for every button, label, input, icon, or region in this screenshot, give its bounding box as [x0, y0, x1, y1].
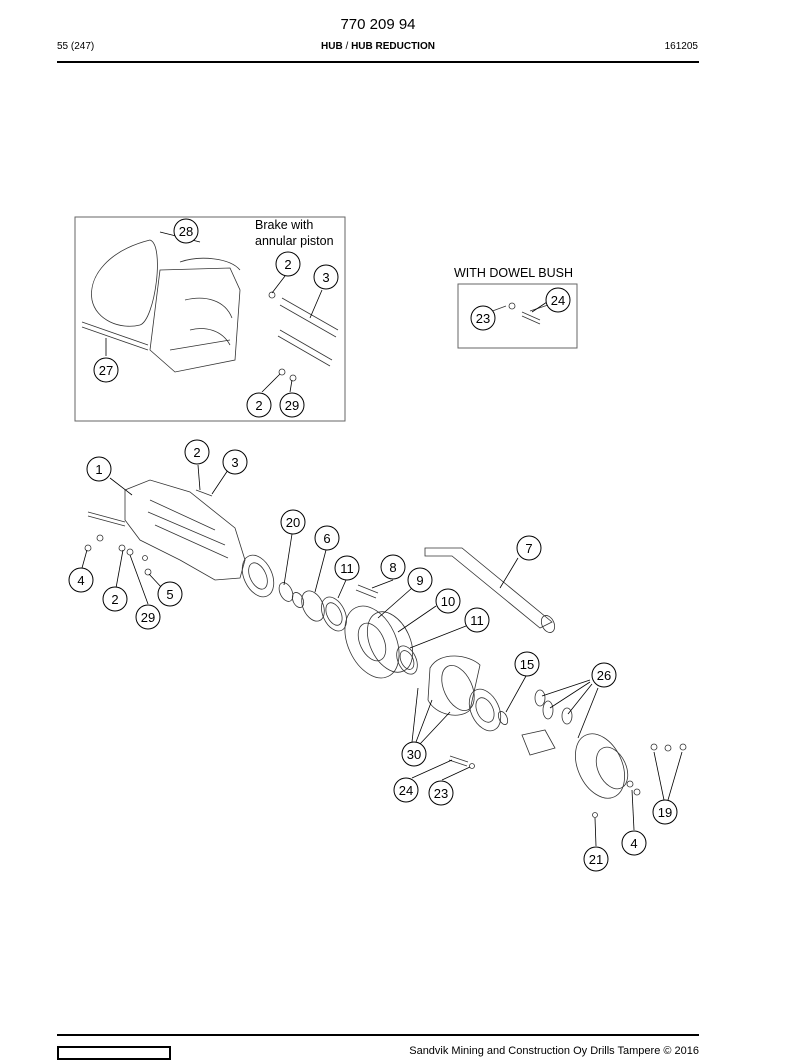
callout-circle: [401, 741, 427, 767]
callout-number: 15: [520, 657, 534, 672]
brake-note-line2: annular piston: [255, 234, 334, 248]
callout-circle: [135, 604, 161, 630]
callout-circle: [428, 780, 454, 806]
footer-rule: [57, 1034, 699, 1036]
callout-circle: [514, 651, 540, 677]
callout-circle: [334, 555, 360, 581]
callout-number: 29: [285, 398, 299, 413]
brake-note-line1: Brake with: [255, 218, 314, 232]
callout-circle: [86, 456, 112, 482]
callout-circle: [435, 588, 461, 614]
callout-circle: [516, 535, 542, 561]
callout-leaders: [81, 231, 683, 847]
callout-circle: [93, 357, 119, 383]
sandvik-logo: [57, 1046, 171, 1060]
callout-number: 23: [476, 311, 490, 326]
callout-circle: [157, 581, 183, 607]
callout-circle: [279, 392, 305, 418]
callout-circle: [621, 830, 647, 856]
callout-circle: [280, 509, 306, 535]
callout-circle: [591, 662, 617, 688]
callout-number: 30: [407, 747, 421, 762]
section-main: HUB: [321, 41, 343, 52]
dowel-bush-drawing: [486, 302, 549, 325]
callout-circle: [652, 799, 678, 825]
callout-number: 1: [95, 462, 102, 477]
date-code: 161205: [664, 41, 698, 52]
callout-circle: [380, 554, 406, 580]
callout-number: 5: [166, 587, 173, 602]
dowel-bush-note: WITH DOWEL BUSH: [454, 266, 573, 280]
footer-copyright: Sandvik Mining and Construction Oy Drill…: [409, 1045, 699, 1057]
callout-number: 9: [416, 573, 423, 588]
callout-circle: [102, 586, 128, 612]
callout-number: 29: [141, 610, 155, 625]
section-sub: HUB REDUCTION: [351, 41, 435, 52]
callout-number: 4: [77, 573, 84, 588]
brake-inset-frame: [74, 216, 346, 422]
callout-number: 4: [630, 836, 637, 851]
page-reference: 55 (247): [57, 41, 95, 52]
header-rule: [57, 61, 699, 63]
callout-circle: [464, 607, 490, 633]
callout-circle: [173, 218, 199, 244]
callout-number: 2: [111, 592, 118, 607]
dowel-bush-inset-frame: [457, 283, 578, 349]
callout-number: 19: [658, 805, 672, 820]
callout-number: 6: [323, 531, 330, 546]
callout-circle: [583, 846, 609, 872]
callout-circle: [393, 777, 419, 803]
callout-number: 2: [193, 445, 200, 460]
callout-number: 3: [231, 455, 238, 470]
callout-circle: [470, 305, 496, 331]
callout-number: 27: [99, 363, 113, 378]
callout-number: 24: [399, 783, 413, 798]
callout-number: 11: [470, 613, 484, 628]
callout-circle: [407, 567, 433, 593]
callout-number: 26: [597, 668, 611, 683]
callout-circle: [68, 567, 94, 593]
callout-number: 8: [389, 560, 396, 575]
callout-number: 21: [589, 852, 603, 867]
section-separator: /: [342, 41, 352, 52]
hub-assembly-drawing: [84, 479, 687, 818]
brake-note: Brake with annular piston: [255, 217, 334, 249]
callout-number: 10: [441, 594, 455, 609]
callout-circle: [545, 287, 571, 313]
callout-number: 24: [551, 293, 565, 308]
callout-number: 2: [284, 257, 291, 272]
callout-bubbles: [68, 218, 678, 872]
callout-numbers: 28 2 3 27 2 29 24 23 1 2 3 20 6 4 2 29 5…: [77, 224, 672, 867]
callout-number: 23: [434, 786, 448, 801]
callout-circle: [246, 392, 272, 418]
callout-circle: [184, 439, 210, 465]
callout-circle: [313, 264, 339, 290]
callout-circle: [222, 449, 248, 475]
callout-number: 28: [179, 224, 193, 239]
brake-housing-drawing: [81, 239, 339, 382]
document-number: 770 209 94: [340, 16, 416, 33]
callout-number: 7: [525, 541, 532, 556]
callout-number: 3: [322, 270, 329, 285]
section-title: HUB / HUB REDUCTION: [0, 41, 756, 52]
callout-number: 11: [340, 561, 354, 576]
callout-circle: [275, 251, 301, 277]
callout-number: 20: [286, 515, 300, 530]
callout-number: 2: [255, 398, 262, 413]
callout-circle: [314, 525, 340, 551]
